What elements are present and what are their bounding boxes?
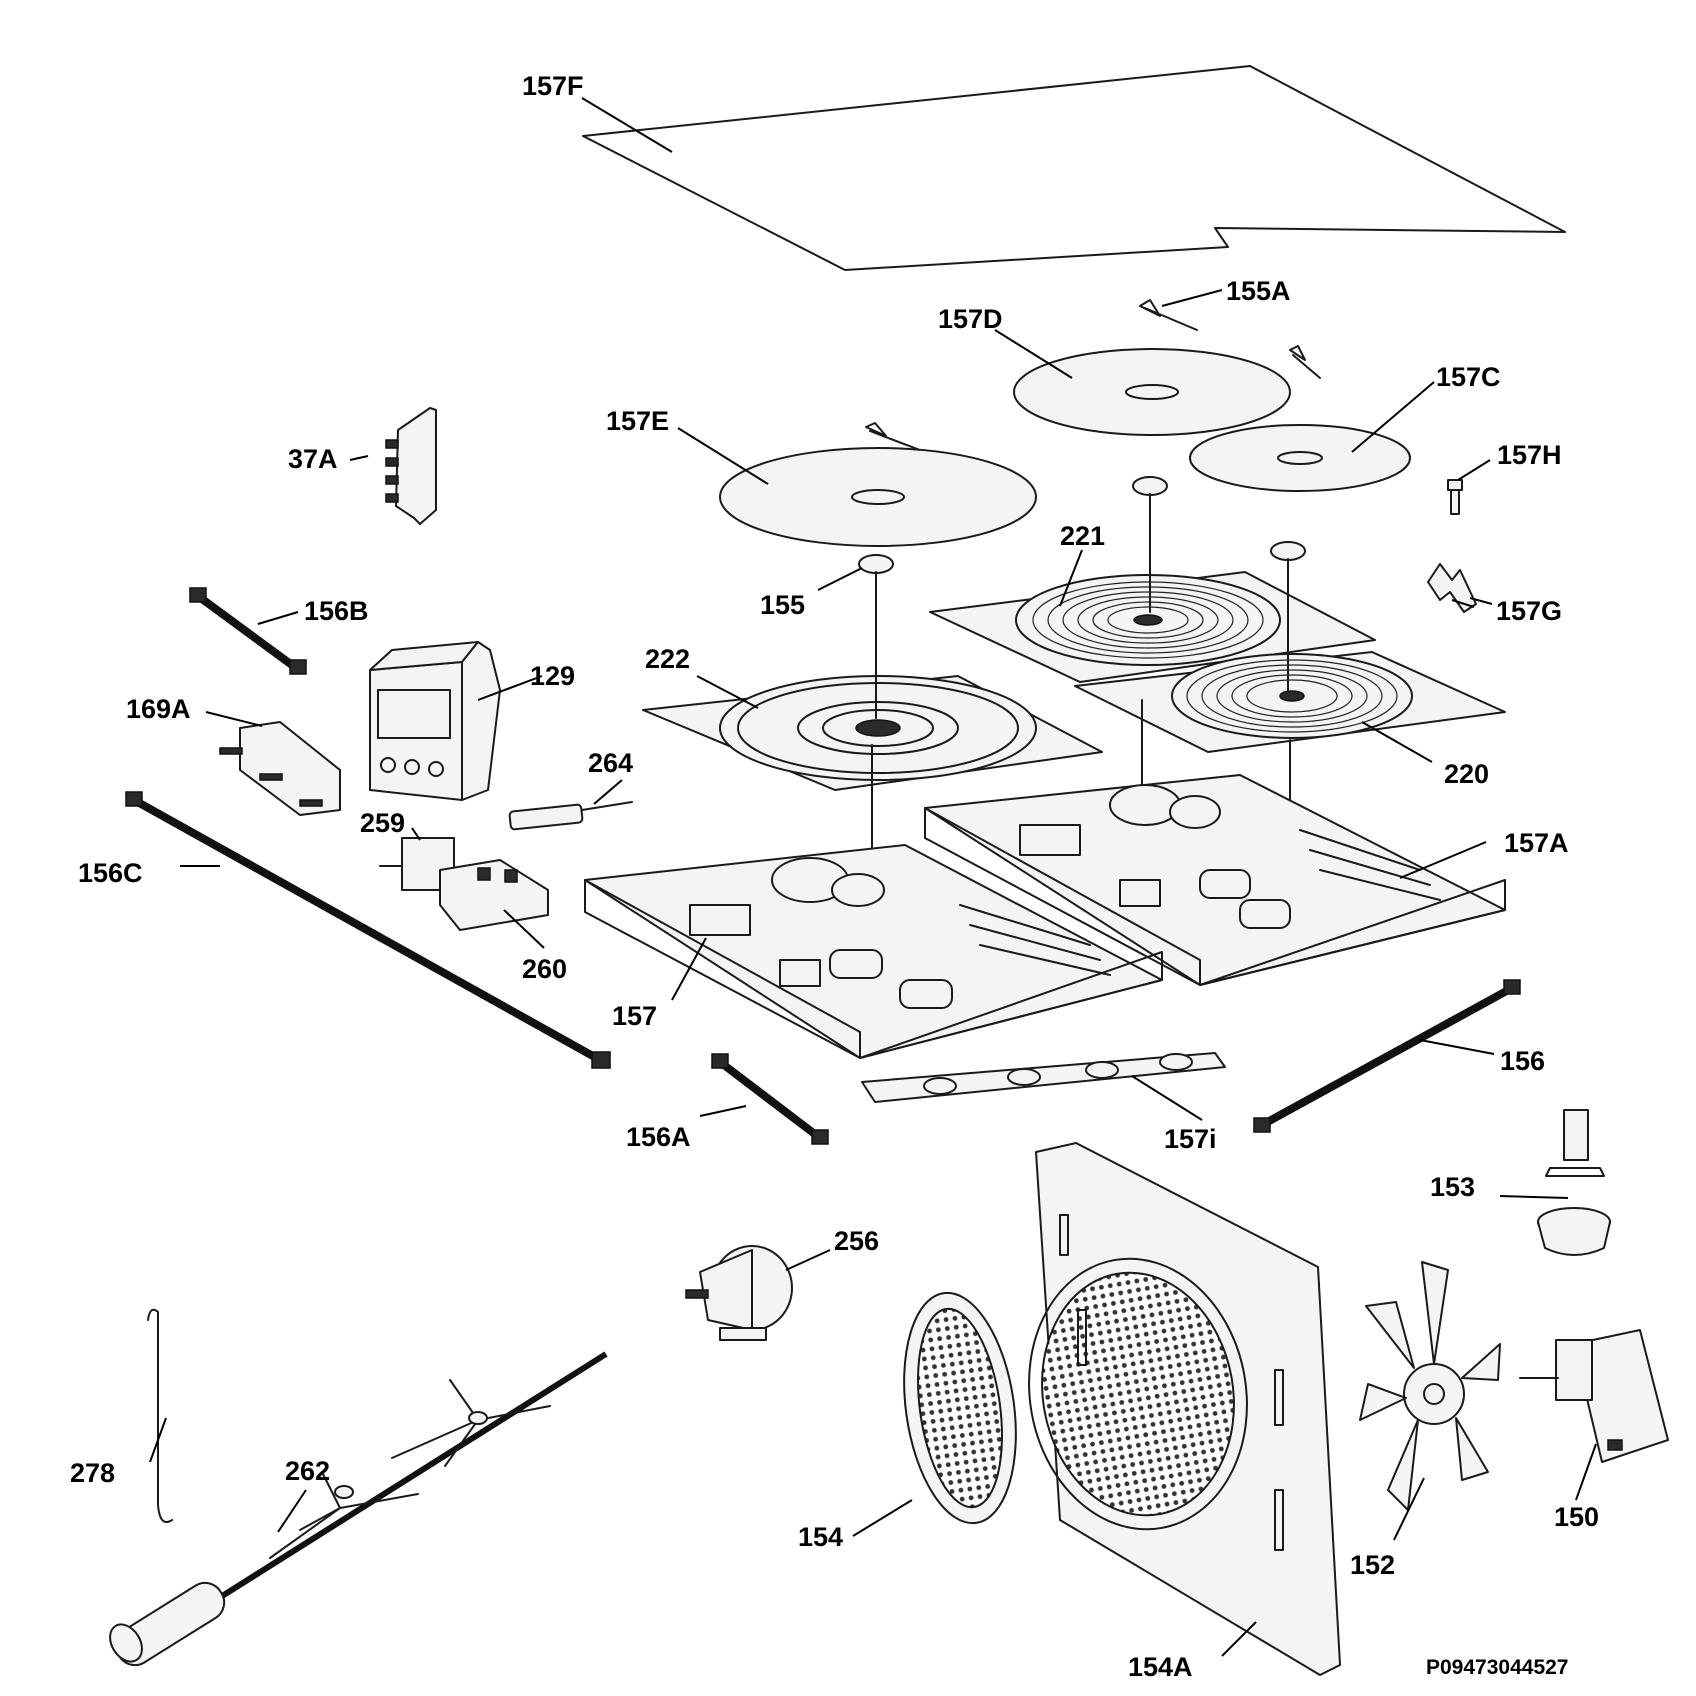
cable-156c xyxy=(125,791,611,1069)
label-157g: 157G xyxy=(1496,596,1562,626)
clip-part xyxy=(865,299,1321,453)
thermostat-part xyxy=(439,859,549,931)
label-169a: 169A xyxy=(126,694,191,724)
label-259: 259 xyxy=(360,808,405,838)
label-156a: 156A xyxy=(626,1122,691,1152)
lamp-part xyxy=(1537,1109,1611,1256)
label-262: 262 xyxy=(285,1456,330,1486)
label-156c: 156C xyxy=(78,858,143,888)
label-221: 221 xyxy=(1060,521,1105,551)
label-154a: 154A xyxy=(1128,1652,1193,1682)
power-board-157a xyxy=(924,774,1506,986)
leader-lines xyxy=(149,97,1597,1657)
label-157i: 157i xyxy=(1164,1124,1217,1154)
terminal-block-part xyxy=(385,407,437,525)
label-155a: 155A xyxy=(1226,276,1291,306)
label-152: 152 xyxy=(1350,1550,1395,1580)
label-37a: 37A xyxy=(288,444,338,474)
insulation-disc-157c xyxy=(1189,424,1411,492)
label-156: 156 xyxy=(1500,1046,1545,1076)
induction-coil-220 xyxy=(1074,651,1506,753)
spit-motor-part xyxy=(685,1245,793,1341)
sensor-part xyxy=(858,476,1306,901)
label-260: 260 xyxy=(522,954,567,984)
label-150: 150 xyxy=(1554,1502,1599,1532)
back-panel-part xyxy=(1028,1142,1341,1676)
label-157e: 157E xyxy=(606,406,669,436)
hook-part xyxy=(147,1308,173,1524)
label-157f: 157F xyxy=(522,71,584,101)
label-156b: 156B xyxy=(304,596,369,626)
screw-part xyxy=(1447,479,1463,515)
label-153: 153 xyxy=(1430,1172,1475,1202)
cable-156a xyxy=(711,1053,829,1145)
drawing-code: P09473044527 xyxy=(1426,1656,1568,1679)
label-154: 154 xyxy=(798,1522,843,1552)
label-157: 157 xyxy=(612,1001,657,1031)
label-129: 129 xyxy=(530,661,575,691)
cable-156b xyxy=(189,587,307,675)
label-222: 222 xyxy=(645,644,690,674)
label-155: 155 xyxy=(760,590,805,620)
glass-top-part xyxy=(582,65,1566,271)
timer-display-part xyxy=(369,641,501,801)
insulation-disc-157d xyxy=(1013,348,1291,436)
label-220: 220 xyxy=(1444,759,1489,789)
part-labels: 157F 155A 157D 157C 157E 157H 37A 221 15… xyxy=(70,71,1599,1682)
label-256: 256 xyxy=(834,1226,879,1256)
label-264: 264 xyxy=(588,748,633,778)
fan-grille-part xyxy=(903,1291,1017,1525)
lamp-holder-part xyxy=(508,801,633,831)
control-board-part xyxy=(861,1052,1226,1103)
label-157c: 157C xyxy=(1436,362,1501,392)
switch-assembly-part xyxy=(219,721,341,816)
label-157d: 157D xyxy=(938,304,1003,334)
label-157h: 157H xyxy=(1497,440,1562,470)
fan-blade-part xyxy=(1359,1261,1501,1511)
fan-motor-part xyxy=(1519,1329,1669,1463)
rotisserie-spit-part xyxy=(109,1351,608,1667)
insulation-disc-157e xyxy=(719,447,1037,547)
spring-clip-part xyxy=(1427,563,1477,613)
cable-156 xyxy=(1253,979,1521,1133)
label-157a: 157A xyxy=(1504,828,1569,858)
label-278: 278 xyxy=(70,1458,115,1488)
induction-coil-222 xyxy=(642,675,1103,791)
power-board-157 xyxy=(584,844,1163,1059)
